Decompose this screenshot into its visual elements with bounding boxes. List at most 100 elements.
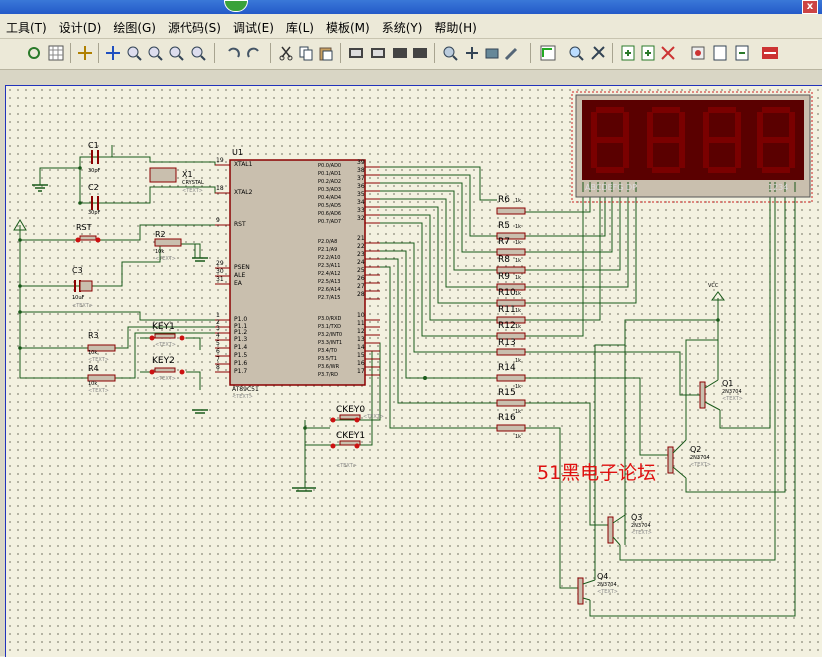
q4-part: 2N3704 — [597, 582, 617, 588]
pin-number: 30 — [216, 268, 224, 275]
capacitor-c3[interactable] — [79, 280, 93, 292]
q3-text: <TEXT> — [631, 530, 652, 536]
resistor-value: 1k — [515, 409, 522, 415]
pin-name: P3.4/T0 — [318, 348, 337, 354]
pin-name: P1.1 — [234, 323, 248, 330]
menu-source[interactable]: 源代码(S) — [167, 20, 221, 35]
block-move-icon[interactable] — [370, 45, 386, 61]
wire-autoroute-icon[interactable] — [540, 45, 556, 61]
menu-library[interactable]: 库(L) — [285, 20, 314, 35]
refresh-icon[interactable] — [26, 45, 42, 61]
bill-icon[interactable] — [690, 45, 706, 61]
decompose-icon[interactable] — [504, 45, 520, 61]
pin-number: 29 — [216, 260, 224, 267]
property-assign-icon[interactable] — [590, 45, 606, 61]
pin-number: 19 — [216, 157, 224, 164]
pin-number: 2 — [216, 319, 220, 326]
resistor-value: 1k — [515, 275, 522, 281]
menu-graph[interactable]: 绘图(G) — [113, 20, 156, 35]
q4-text: <TEXT> — [597, 589, 618, 595]
close-button[interactable]: x — [802, 0, 818, 14]
resistor-value: 1k — [515, 384, 522, 390]
pin-name: P0.7/AD7 — [318, 219, 342, 225]
resistor-ref: R7 — [498, 237, 510, 247]
pin-number: 33 — [357, 207, 365, 214]
pin-name: P3.3/INT1 — [318, 340, 343, 346]
menu-system[interactable]: 系统(Y) — [381, 20, 423, 35]
menu-template[interactable]: 模板(M) — [325, 20, 370, 35]
pin-number: 27 — [357, 283, 365, 290]
resistor-value: 1k — [515, 308, 522, 314]
remove-sheet-icon[interactable] — [640, 45, 656, 61]
r3-value: 10k — [88, 350, 98, 356]
menu-help[interactable]: 帮助(H) — [434, 20, 477, 35]
block-rotate-icon[interactable] — [392, 45, 408, 61]
undo-icon[interactable] — [225, 45, 241, 61]
pin-name: P0.1/AD1 — [318, 171, 342, 177]
resistor-ref: R15 — [498, 388, 516, 398]
resistor-ref: R16 — [498, 413, 516, 423]
zoom-in-icon[interactable] — [126, 45, 142, 61]
pan-icon[interactable] — [105, 45, 121, 61]
pin-name: P2.1/A9 — [318, 247, 338, 253]
pin-number: 22 — [357, 243, 365, 250]
pin-number: 36 — [357, 183, 365, 190]
c3-value: 10uF — [72, 295, 85, 301]
origin-icon[interactable] — [77, 45, 93, 61]
pin-number: 17 — [357, 368, 365, 375]
pack-icon[interactable] — [484, 45, 500, 61]
key2-ref: KEY2 — [152, 356, 175, 366]
pdf-export-icon[interactable] — [734, 45, 750, 61]
zoom-all-icon[interactable] — [168, 45, 184, 61]
display-digits-label: 1234 — [768, 183, 789, 192]
pin-name: P3.7/RD — [318, 372, 338, 378]
pin-number: 31 — [216, 276, 224, 283]
zoom-area-icon[interactable] — [190, 45, 206, 61]
menu-tools[interactable]: 工具(T) — [6, 20, 47, 35]
redo-icon[interactable] — [246, 45, 262, 61]
ares-icon[interactable] — [762, 45, 778, 61]
ckey1-text: <TEXT> — [336, 463, 357, 469]
erc-icon[interactable] — [712, 45, 728, 61]
menu-debug[interactable]: 调试(E) — [232, 20, 274, 35]
q2-text: <TEXT> — [690, 462, 711, 468]
display-digits — [591, 107, 795, 173]
pin-name: PSEN — [234, 264, 250, 271]
c3-ref: C3 — [72, 266, 83, 275]
resistor-ref: R12 — [498, 321, 516, 331]
pin-name: ALE — [234, 272, 246, 279]
new-sheet-icon[interactable] — [620, 45, 636, 61]
pin-number: 28 — [357, 291, 365, 298]
pin-number: 23 — [357, 251, 365, 258]
rst-ref: RST — [76, 223, 92, 232]
menu-design[interactable]: 设计(D) — [58, 20, 102, 35]
cut-icon[interactable] — [278, 45, 294, 61]
make-device-icon[interactable] — [464, 45, 480, 61]
window-titlebar: x — [0, 0, 822, 14]
pin-name: P0.3/AD3 — [318, 187, 342, 193]
mcu-body[interactable] — [229, 159, 366, 386]
input-resistors — [87, 238, 182, 382]
pin-name: P2.4/A12 — [318, 271, 341, 277]
block-delete-icon[interactable] — [412, 45, 428, 61]
zoom-out-icon[interactable] — [147, 45, 163, 61]
pick-device-icon[interactable] — [442, 45, 458, 61]
resistor-ref: R9 — [498, 272, 510, 282]
c2-ref: C2 — [88, 183, 99, 192]
paste-icon[interactable] — [318, 45, 334, 61]
pin-number: 9 — [216, 217, 220, 224]
pin-number: 34 — [357, 199, 365, 206]
junction-dots — [18, 166, 720, 430]
netlist-icon[interactable] — [660, 45, 676, 61]
mcu-part: AT89C51 — [232, 386, 259, 393]
copy-icon[interactable] — [298, 45, 314, 61]
resistor-ref: R5 — [498, 221, 510, 231]
pin-name: P2.2/A10 — [318, 255, 341, 261]
block-copy-icon[interactable] — [348, 45, 364, 61]
crystal-x1[interactable] — [149, 167, 177, 183]
grid-icon[interactable] — [48, 45, 64, 61]
search-icon[interactable] — [568, 45, 584, 61]
pin-name: P0.5/AD5 — [318, 203, 342, 209]
x1-text: <TEXT> — [182, 188, 203, 194]
led-resistors — [496, 207, 526, 432]
